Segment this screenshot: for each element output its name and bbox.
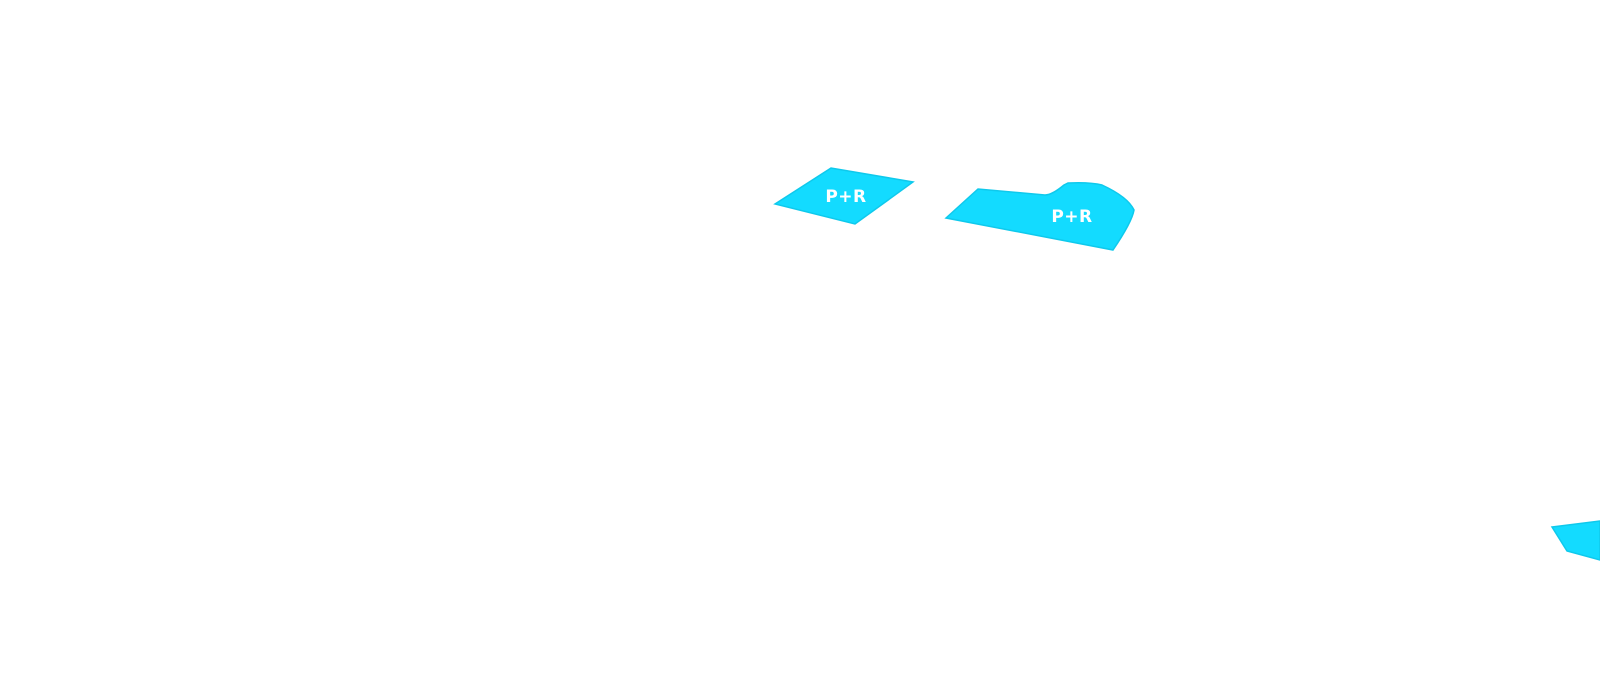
park-and-ride-zone-1-shape[interactable]	[773, 167, 915, 225]
park-and-ride-zone-3-shape[interactable]	[1550, 520, 1600, 561]
park-and-ride-zone-3-partial[interactable]	[1550, 520, 1600, 561]
park-and-ride-zone-2[interactable]: P+R	[944, 182, 1135, 251]
park-and-ride-zone-2-shape[interactable]	[944, 182, 1135, 251]
park-and-ride-zone-1[interactable]: P+R	[773, 167, 915, 225]
